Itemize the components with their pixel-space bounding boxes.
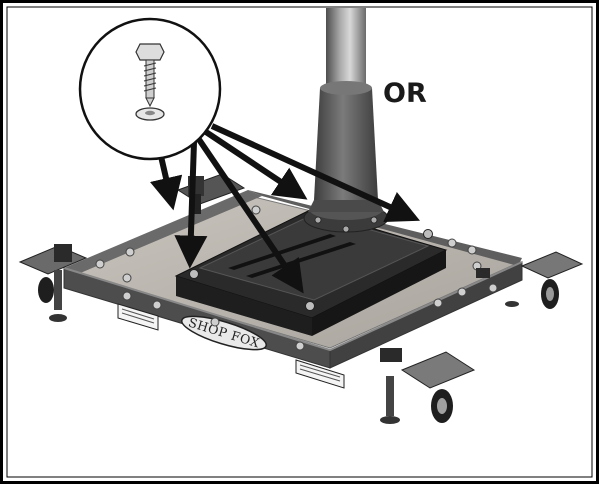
caster-back-right <box>505 251 584 309</box>
column-collar <box>320 81 372 95</box>
frame-rail-back-left <box>64 190 262 274</box>
t-slot-1 <box>228 234 336 270</box>
lag-screw-icon <box>135 43 165 108</box>
column-casting <box>314 88 378 200</box>
inset-lag-screw <box>78 17 222 161</box>
base-front-right <box>312 250 446 336</box>
caster-front-right <box>380 348 476 424</box>
caster-front-left <box>18 244 88 322</box>
or-label: OR <box>383 78 427 109</box>
arrow-front-bolt <box>195 136 304 294</box>
locking-knob <box>380 348 402 362</box>
inner-border <box>6 6 593 478</box>
flat-washer-icon <box>135 107 165 121</box>
base-front-left <box>176 276 312 336</box>
arrow-column-bolt <box>204 129 308 200</box>
arrow-left-bolt <box>174 141 208 269</box>
column-upper <box>326 8 366 88</box>
deck-knob-right <box>476 268 490 278</box>
frame-bolts <box>95 205 498 351</box>
arrow-caster <box>149 151 183 211</box>
pointer-arrows <box>149 123 421 294</box>
drill-press-base <box>174 209 448 336</box>
arrow-right-bolt <box>210 123 421 223</box>
